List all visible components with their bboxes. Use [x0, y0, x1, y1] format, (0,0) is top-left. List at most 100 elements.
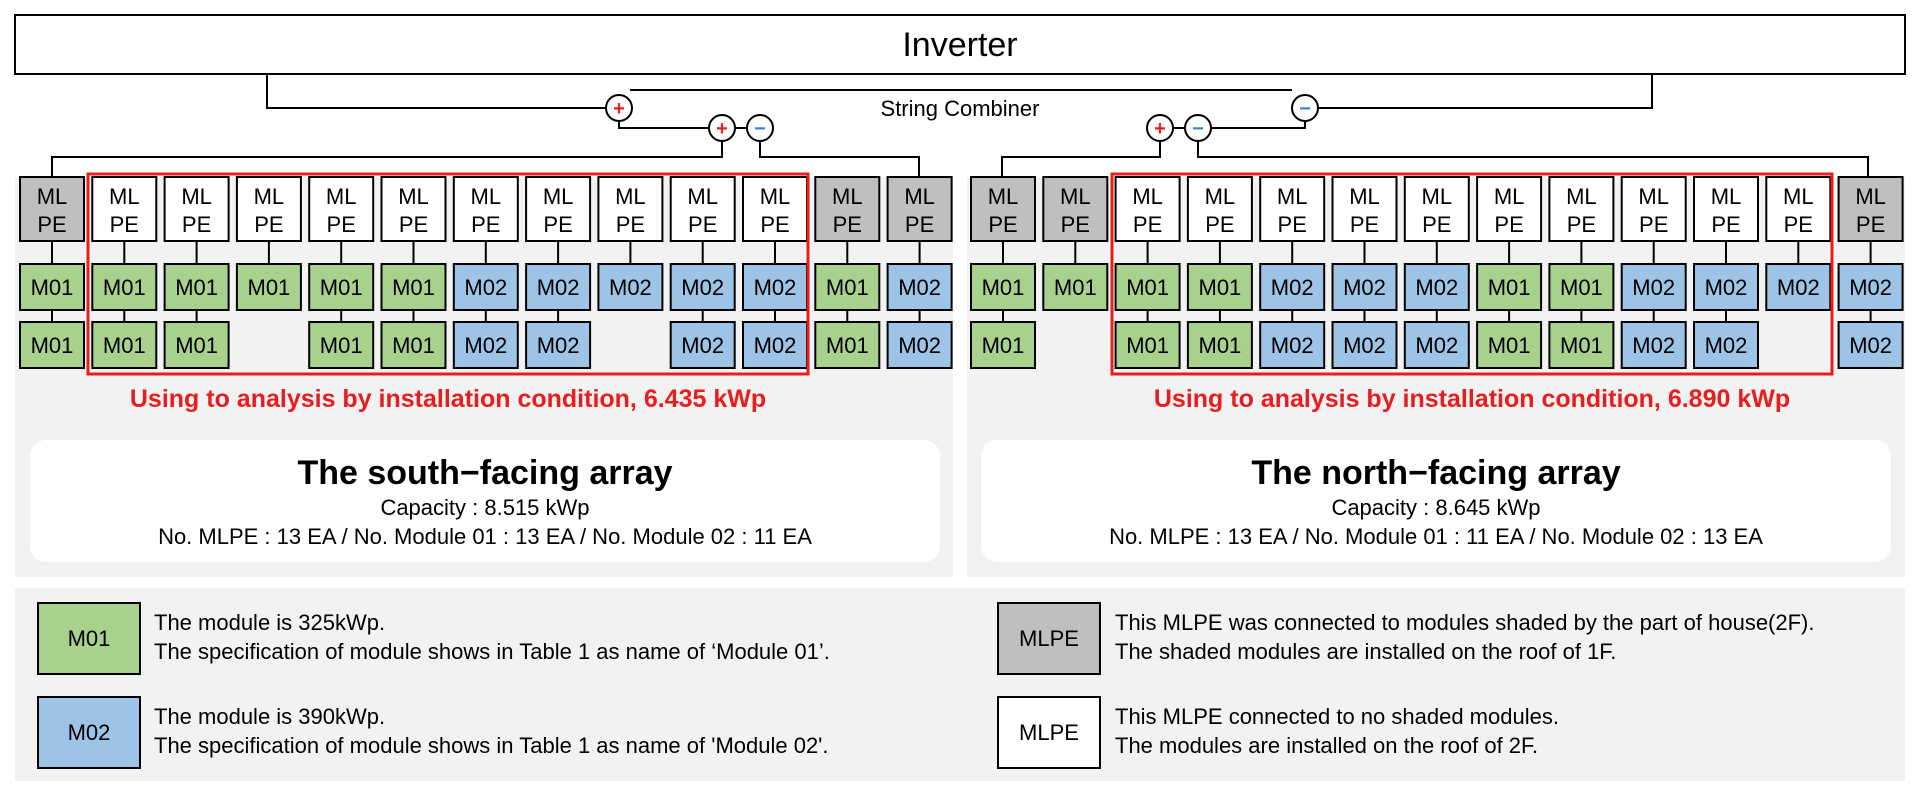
module-label: M02: [1271, 333, 1314, 358]
mlpe-shaded: [886, 176, 953, 242]
mlpe-unshaded: [308, 176, 375, 242]
plus-symbol: +: [613, 98, 625, 120]
mlpe-label: PE: [182, 212, 211, 237]
mlpe-unshaded: [1765, 176, 1832, 242]
minus-symbol: −: [1192, 118, 1204, 140]
module-m02: [1403, 263, 1470, 311]
module-m02: [525, 321, 592, 369]
legend-m02-line1: The module is 390kWp.: [154, 704, 385, 729]
module-m01: [235, 263, 302, 311]
mlpe-label: ML: [832, 184, 863, 209]
module-m01: [970, 321, 1036, 369]
module-m01: [1114, 321, 1181, 369]
north-minus-terminal: −: [1184, 114, 1212, 142]
module-m01: [163, 263, 230, 311]
legend-m02-swatch: [37, 696, 141, 769]
mlpe-unshaded: [163, 176, 230, 242]
mlpe-label: ML: [1060, 184, 1091, 209]
mlpe-label: PE: [1494, 212, 1523, 237]
module-label: M02: [1705, 333, 1748, 358]
module-label: M02: [1271, 275, 1314, 300]
module-label: M02: [681, 333, 724, 358]
south-column: ML PE M01: [235, 176, 302, 311]
mlpe-label: PE: [1567, 212, 1596, 237]
legend-mlpe-unshaded-swatch-label: MLPE: [1019, 720, 1079, 745]
module-m02: [886, 263, 953, 311]
legend-mlpe-shaded-line2: The shaded modules are installed on the …: [1115, 639, 1616, 664]
module-label: M01: [1488, 275, 1531, 300]
module-label: M01: [392, 275, 435, 300]
mlpe-label: ML: [1638, 184, 1669, 209]
north-array-columns: MLPEM01M01MLPEM01MLPEM01M01MLPEM01M01MLP…: [970, 176, 1904, 369]
mlpe-label: ML: [1349, 184, 1380, 209]
module-label: M02: [754, 333, 797, 358]
legend-m02: M02 The module is 390kWp. The specificat…: [37, 696, 829, 769]
mlpe-label: ML: [1422, 184, 1453, 209]
mlpe-label: PE: [399, 212, 428, 237]
mlpe-unshaded: [597, 176, 664, 242]
legend-m02-line2: The specification of module shows in Tab…: [154, 733, 829, 758]
mlpe-shaded: [970, 176, 1036, 242]
plus-symbol: +: [716, 118, 728, 140]
module-m02: [1331, 263, 1398, 311]
mlpe-label: PE: [37, 212, 66, 237]
south-minus-terminal: −: [746, 114, 774, 142]
module-label: M01: [1126, 333, 1169, 358]
module-label: M01: [1560, 275, 1603, 300]
module-m02: [1693, 321, 1759, 369]
legend-m01: M01 The module is 325kWp. The specificat…: [37, 602, 830, 675]
module-label: M01: [826, 333, 869, 358]
north-capacity: Capacity : 8.645 kWp: [1331, 495, 1540, 520]
module-label: M01: [248, 275, 291, 300]
module-label: M02: [1343, 333, 1386, 358]
module-m01: [1548, 263, 1615, 311]
module-m02: [1693, 263, 1759, 311]
mlpe-unshaded: [91, 176, 158, 242]
mlpe-label: PE: [1784, 212, 1813, 237]
mlpe-unshaded: [452, 176, 519, 242]
module-m01: [1114, 263, 1181, 311]
combiner-plus-terminal: +: [605, 94, 633, 122]
module-label: M02: [898, 333, 941, 358]
mlpe-label: PE: [988, 212, 1017, 237]
module-label: M01: [1199, 333, 1242, 358]
north-plus-terminal: +: [1146, 114, 1174, 142]
north-analysis-highlight: [1110, 172, 1834, 376]
legend-mlpe-unshaded-line1: This MLPE connected to no shaded modules…: [1115, 704, 1559, 729]
module-label: M02: [1849, 275, 1892, 300]
mlpe-label: PE: [1133, 212, 1162, 237]
legend-mlpe-shaded-swatch-label: MLPE: [1019, 626, 1079, 651]
module-m02: [597, 263, 664, 311]
module-m01: [380, 263, 447, 311]
module-m02: [669, 321, 736, 369]
module-m02: [1620, 321, 1687, 369]
module-m02: [1259, 321, 1326, 369]
mlpe-unshaded: [235, 176, 302, 242]
module-m01: [1042, 263, 1109, 311]
mlpe-unshaded: [1620, 176, 1687, 242]
module-label: M02: [464, 275, 507, 300]
mlpe-unshaded: [1186, 176, 1253, 242]
mlpe-label: ML: [254, 184, 285, 209]
module-m02: [886, 321, 953, 369]
module-label: M02: [1632, 275, 1675, 300]
module-m01: [970, 263, 1036, 311]
module-label: M02: [1343, 275, 1386, 300]
module-label: M02: [537, 333, 580, 358]
mlpe-label: PE: [254, 212, 283, 237]
south-counts: No. MLPE : 13 EA / No. Module 01 : 13 EA…: [158, 524, 812, 549]
